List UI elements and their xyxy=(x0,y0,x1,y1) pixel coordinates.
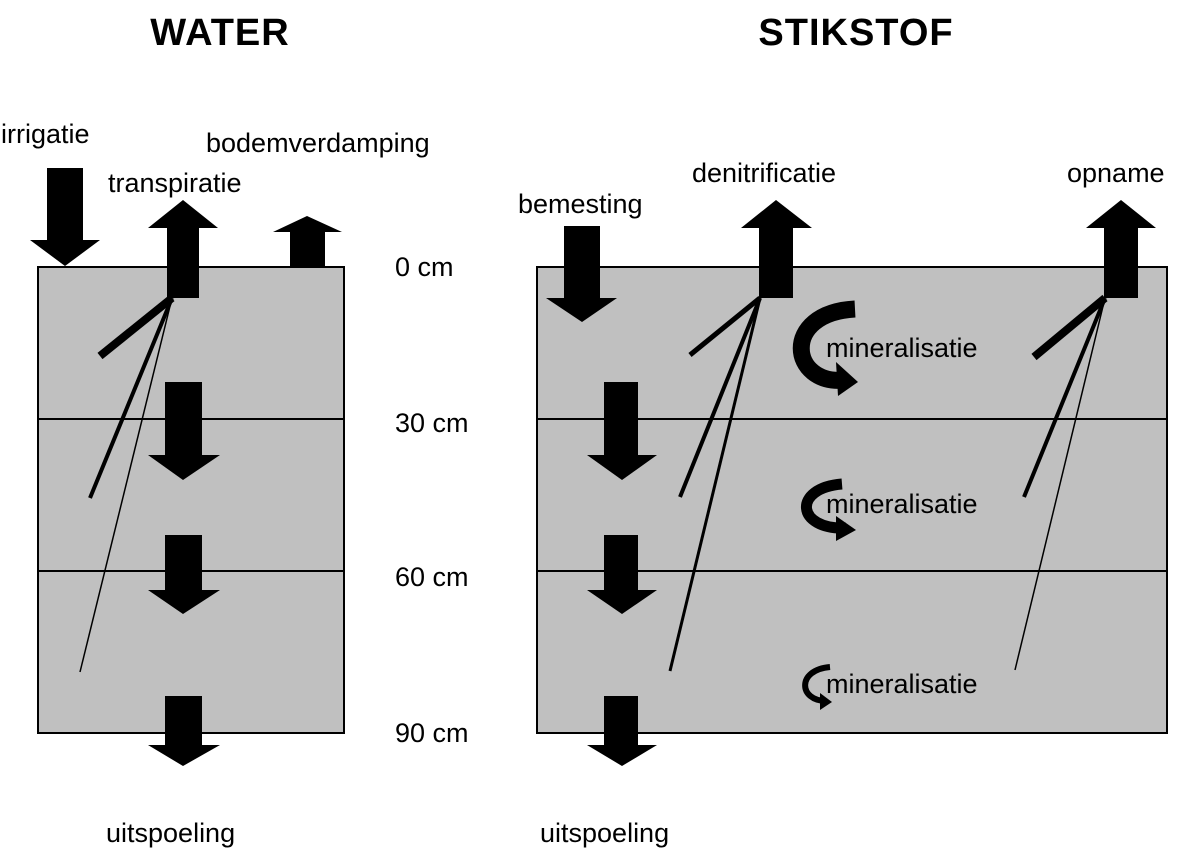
bodemverdamping-arrow-icon xyxy=(273,216,342,266)
stikstof-flow-down-arrow-icon xyxy=(587,382,657,480)
water-soil-column xyxy=(37,266,345,734)
stikstof-soil-column xyxy=(536,266,1168,734)
transpiratie-label: transpiratie xyxy=(108,168,242,198)
opname-roots xyxy=(1014,294,1108,671)
bemesting-label: bemesting xyxy=(518,189,643,219)
mineralisatie-label-bottom: mineralisatie xyxy=(826,669,978,699)
transpiratie-arrow-icon xyxy=(148,200,218,298)
irrigatie-arrow-icon xyxy=(30,168,100,266)
depth-scale: 0 cm 30 cm 60 cm 90 cm xyxy=(395,252,469,748)
water-roots xyxy=(79,294,175,673)
mineralisatie-label-top: mineralisatie xyxy=(826,333,978,363)
stikstof-uitspoeling-arrow-icon xyxy=(587,696,657,766)
opname-arrow-icon xyxy=(1086,200,1156,298)
mineralisatie-curve-arrow-icon xyxy=(792,300,858,396)
depth-label-60: 60 cm xyxy=(395,562,469,592)
stikstof-panel: STIKSTOF bemesting denitrificatie opname… xyxy=(518,12,1168,848)
denitrificatie-label: denitrificatie xyxy=(692,158,836,188)
stikstof-title: STIKSTOF xyxy=(758,12,953,54)
bemesting-arrow-icon xyxy=(546,226,617,322)
depth-label-0: 0 cm xyxy=(395,252,454,282)
depth-label-30: 30 cm xyxy=(395,408,469,438)
denitrificatie-roots xyxy=(668,296,762,672)
mineralisatie-curve-arrow-icon xyxy=(801,478,856,541)
mineralisatie-label-middle: mineralisatie xyxy=(826,489,978,519)
irrigatie-label: irrigatie xyxy=(1,119,90,149)
water-panel: WATER irrigatie transpiratie bodemverdam… xyxy=(1,12,430,848)
depth-label-90: 90 cm xyxy=(395,718,469,748)
water-uitspoeling-arrow-icon xyxy=(148,696,220,766)
water-flow-down-arrow-icon xyxy=(148,382,220,480)
stikstof-uitspoeling-label: uitspoeling xyxy=(540,818,669,848)
bodemverdamping-label: bodemverdamping xyxy=(206,128,430,158)
water-title: WATER xyxy=(150,12,289,54)
stikstof-flow-down-arrow-icon xyxy=(587,535,657,614)
denitrificatie-arrow-icon xyxy=(741,200,812,298)
mineralisatie-curve-arrow-icon xyxy=(802,664,832,710)
water-flow-down-arrow-icon xyxy=(148,535,220,614)
water-uitspoeling-label: uitspoeling xyxy=(106,818,235,848)
opname-label: opname xyxy=(1067,158,1165,188)
